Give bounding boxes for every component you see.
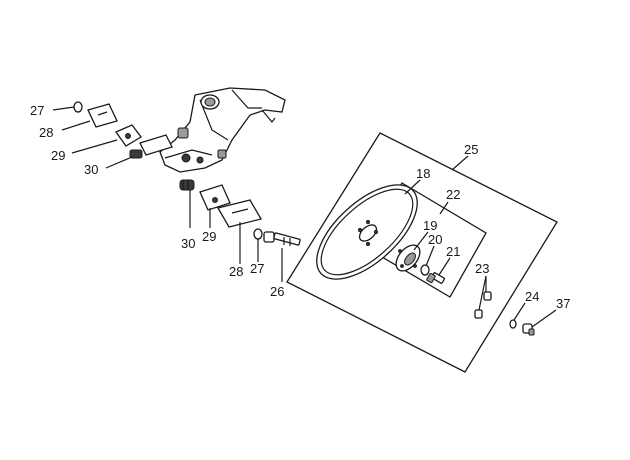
bolt-37 — [522, 323, 535, 336]
callout-30-upper: 30 — [84, 162, 98, 177]
clamp-29-upper — [115, 124, 142, 147]
callout-30-lower: 30 — [181, 236, 195, 251]
callout-37: 37 — [556, 296, 570, 311]
washer-20 — [420, 264, 430, 276]
callout-21: 21 — [446, 244, 460, 259]
bolt-26 — [263, 231, 301, 246]
callout-26: 26 — [270, 284, 284, 299]
hub-19 — [395, 244, 421, 272]
callout-23: 23 — [475, 261, 489, 276]
pad-28-upper — [87, 103, 118, 128]
callout-27-upper: 27 — [30, 103, 44, 118]
bracket-casting — [159, 87, 286, 173]
callout-28-lower: 28 — [229, 264, 243, 279]
callout-19: 19 — [423, 218, 437, 233]
leader-lines — [52, 106, 557, 328]
callout-22: 22 — [446, 187, 460, 202]
washer-27-upper — [73, 101, 83, 113]
clamp-29-lower — [199, 184, 231, 211]
bolt-23 — [474, 291, 492, 319]
pin-30-upper — [129, 134, 173, 159]
washer-27-lower — [253, 228, 263, 240]
callout-25: 25 — [464, 142, 478, 157]
disc-18 — [316, 184, 418, 280]
callout-28-upper: 28 — [39, 125, 53, 140]
pin-30-lower — [179, 179, 195, 191]
callout-29-lower: 29 — [202, 229, 216, 244]
bolt-21 — [426, 272, 445, 284]
callout-29-upper: 29 — [51, 148, 65, 163]
washer-24 — [509, 319, 517, 329]
callout-20: 20 — [428, 232, 442, 247]
pad-28-lower — [217, 199, 262, 228]
callout-18: 18 — [416, 166, 430, 181]
callout-27-lower: 27 — [250, 261, 264, 276]
callout-24: 24 — [525, 289, 539, 304]
